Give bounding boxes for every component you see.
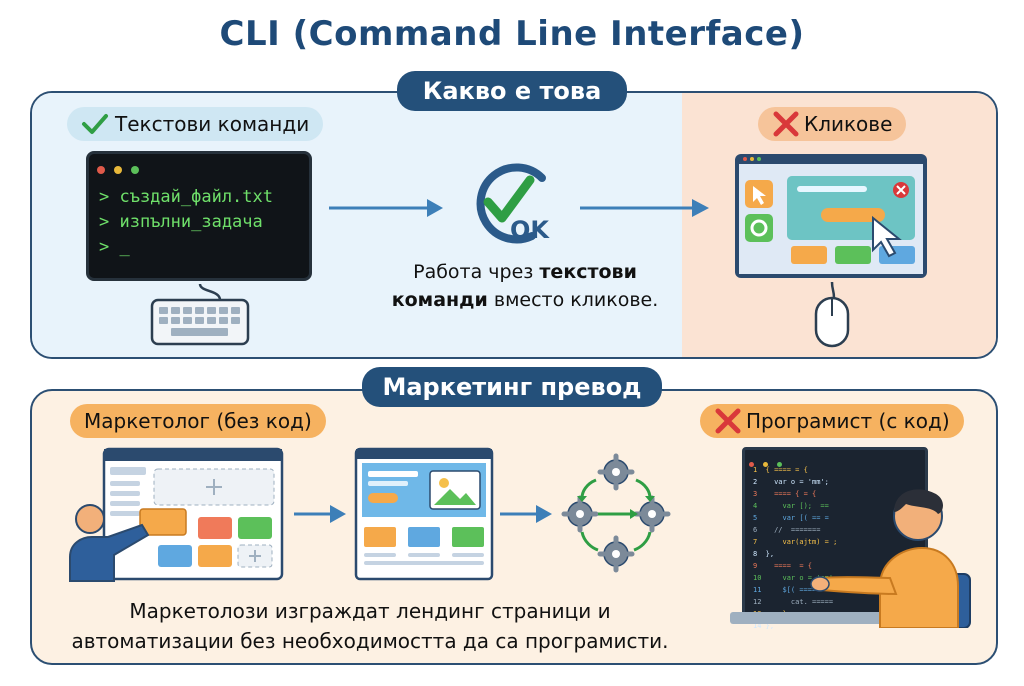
code-line: 5 var [( == = — [753, 514, 829, 522]
page-builder-illustration — [69, 447, 284, 582]
code-line: 9 ==== = { — [753, 562, 813, 570]
automation-gears-icon — [561, 453, 671, 573]
arrow-right-icon — [580, 199, 709, 217]
cross-icon — [773, 111, 799, 137]
terminal-window: > създай_файл.txt > изпълни_задача > _ — [86, 151, 312, 281]
window-dot-green — [777, 462, 783, 467]
section-tag-what-is-it: Какво е това — [397, 71, 627, 111]
code-line: 7 var(ajtm) = ; — [753, 538, 838, 546]
caption-line: автоматизации без необходимостта да са п… — [71, 629, 669, 653]
pill-text-commands-label: Текстови команди — [115, 112, 310, 136]
window-dot-red — [97, 166, 105, 174]
window-dot-red — [749, 462, 754, 467]
code-line: 4 var [); == — [753, 502, 829, 510]
arrow-right-icon — [294, 505, 346, 523]
section-tag-marketing-translation: Маркетинг превод — [362, 367, 662, 407]
code-line: 6 // ======= — [753, 526, 821, 534]
monitor-titlebar — [745, 450, 925, 467]
caption-text: вместо кликове. — [487, 289, 659, 311]
window-dot-yellow — [763, 462, 769, 467]
code-line: 8 }, — [753, 550, 775, 558]
code-line: 1 { ==== = { — [753, 466, 808, 474]
code-line: 3 ==== { = { — [753, 490, 817, 498]
caption-line: Маркетолози изграждат лендинг страници и — [129, 599, 611, 623]
landing-page-illustration — [354, 447, 494, 581]
caption-bold: команди — [391, 289, 488, 311]
pill-programmer: Програмист (с код) — [700, 404, 964, 438]
bottom-caption: Маркетолози изграждат лендинг страници и… — [40, 596, 700, 656]
arrow-right-icon — [329, 199, 443, 217]
programmer-person-illustration — [810, 489, 971, 628]
terminal-line: > създай_файл.txt — [99, 187, 273, 207]
code-line: 14 }, — [753, 622, 775, 630]
top-caption: Работа чрез текстови команди вместо клик… — [380, 258, 670, 314]
mouse-icon — [814, 281, 850, 348]
pill-clicks-label: Кликове — [804, 112, 893, 136]
code-line: 12 cat. ===== — [753, 598, 834, 606]
page-title: CLI (Command Line Interface) — [219, 14, 805, 54]
terminal-line: > изпълни_задача — [99, 212, 263, 232]
arrow-right-icon — [500, 505, 552, 523]
caption-text: Работа чрез — [413, 261, 540, 283]
window-dot-yellow — [114, 166, 123, 174]
pill-programmer-label: Програмист (с код) — [746, 409, 950, 433]
terminal-line: > _ — [99, 237, 130, 257]
keyboard-icon — [150, 283, 250, 346]
code-area: 1 { ==== = { 2 var o = 'mm'; 3 ==== { = { 4… — [745, 462, 925, 634]
gui-window-illustration — [735, 154, 927, 278]
pill-clicks: Кликове — [758, 107, 907, 141]
pill-text-commands: Текстови команди — [67, 107, 324, 141]
pill-marketer: Маркетолог (без код) — [70, 404, 326, 438]
window-dot-green — [131, 166, 140, 174]
terminal-titlebar — [89, 154, 309, 183]
ok-label: OK — [510, 216, 549, 244]
check-icon — [82, 114, 108, 134]
ok-check-icon: OK — [464, 160, 564, 250]
cross-icon — [715, 408, 741, 434]
code-line: 2 var o = 'mm'; — [753, 478, 829, 486]
caption-bold: текстови — [539, 261, 637, 283]
